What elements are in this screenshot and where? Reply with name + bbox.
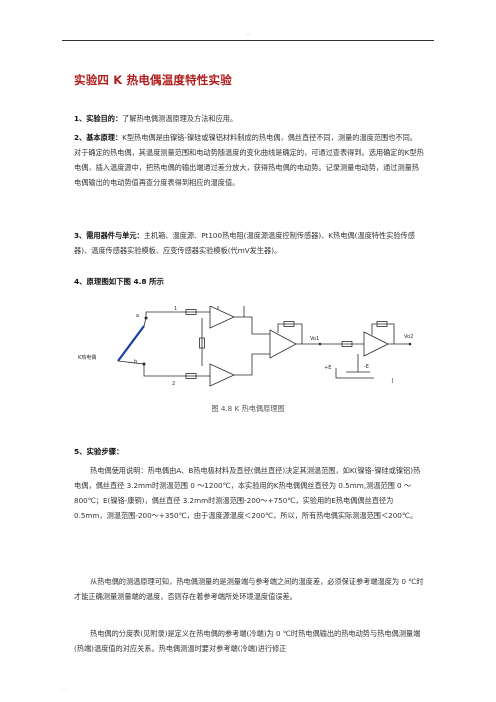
resistor-fb4	[376, 321, 388, 327]
section-text: K型热电偶是由镍铬-镍硅或镍铝材料制成的热电偶，偶丝直径不同，测量的温度范围也不…	[74, 133, 424, 187]
opamp-4	[363, 331, 389, 357]
resistor-r2	[185, 373, 197, 379]
label-vo1: Vo1	[310, 336, 319, 342]
label-j: J	[391, 378, 393, 384]
label-minus-e: -E	[364, 364, 369, 370]
circuit-diagram: 1 2 a b K热电偶 Vo1 Vo2 +E -E J	[78, 306, 413, 387]
steps-heading: 5、实验步骤：	[74, 447, 124, 456]
feedback-2	[277, 323, 303, 344]
label-node1: 1	[174, 306, 177, 312]
section-text: 主机箱、温度源、Pt100热电阻(温度源温度控制传感器)、K热电偶(温度特性实验…	[74, 231, 415, 255]
wire-bottom	[143, 364, 210, 377]
opamp-3	[209, 363, 235, 387]
section-label: 3、需用器件与单元：	[74, 231, 144, 240]
section-label: 1、实验目的：	[74, 114, 123, 123]
feedback-4	[371, 323, 395, 344]
label-node2: 2	[172, 381, 175, 387]
section-label: 2、基本原理：	[74, 133, 123, 142]
paragraph: 热电偶的分度表(见附录)是定义在热电偶的参考端(冷端)为 0 ℃时热电偶输出的热…	[74, 629, 421, 653]
header-rule	[62, 40, 434, 41]
opamp-1	[209, 306, 235, 329]
resistor-gain	[199, 337, 205, 349]
page-title: 实验四 K 热电偶温度特性实验	[74, 73, 232, 87]
paragraph: 从热电偶的测温原理可知，热电偶测量的是测量端与参考端之间的温度差，必须保证参考端…	[74, 577, 424, 601]
section-text: 了解热电偶测温原理及方法和应用。	[122, 114, 238, 123]
diagram-heading: 4、原理图如下图 4.8 所示	[74, 277, 164, 286]
section-equipment: 3、需用器件与单元：主机箱、温度源、Pt100热电阻(温度源温度控制传感器)、K…	[74, 228, 424, 258]
probe-wire-b	[117, 360, 145, 365]
opamp-2	[269, 329, 297, 359]
resistor-r4	[341, 341, 353, 347]
bias-network	[335, 368, 374, 379]
label-b: b	[134, 359, 137, 365]
wire-opamp3-out	[234, 353, 270, 376]
label-a: a	[136, 313, 139, 319]
figure-caption: 图 4.8 K 热电偶原理图	[211, 404, 285, 413]
feedback-1	[217, 306, 245, 317]
label-sensor: K热电偶	[78, 354, 96, 361]
resistor-fb2	[283, 321, 295, 327]
resistor-r1	[185, 309, 197, 315]
thermocouple-probe	[117, 325, 145, 362]
section-principle: 2、基本原理：K型热电偶是由镍铬-镍硅或镍铝材料制成的热电偶，偶丝直径不同，测量…	[74, 130, 424, 190]
page-mark: ...	[245, 31, 251, 37]
section-purpose: 1、实验目的：了解热电偶测温原理及方法和应用。	[74, 111, 424, 126]
wire-opamp1-out	[234, 316, 270, 335]
footer-mark: . .	[62, 686, 67, 692]
paragraph: 热电偶使用说明：热电偶由A、B热电极材料及直径(偶丝直径)决定其测温范围，如K(…	[74, 466, 421, 520]
label-vo2: Vo2	[404, 334, 413, 340]
label-plus-e: +E	[324, 365, 331, 371]
wire-top	[145, 311, 210, 318]
